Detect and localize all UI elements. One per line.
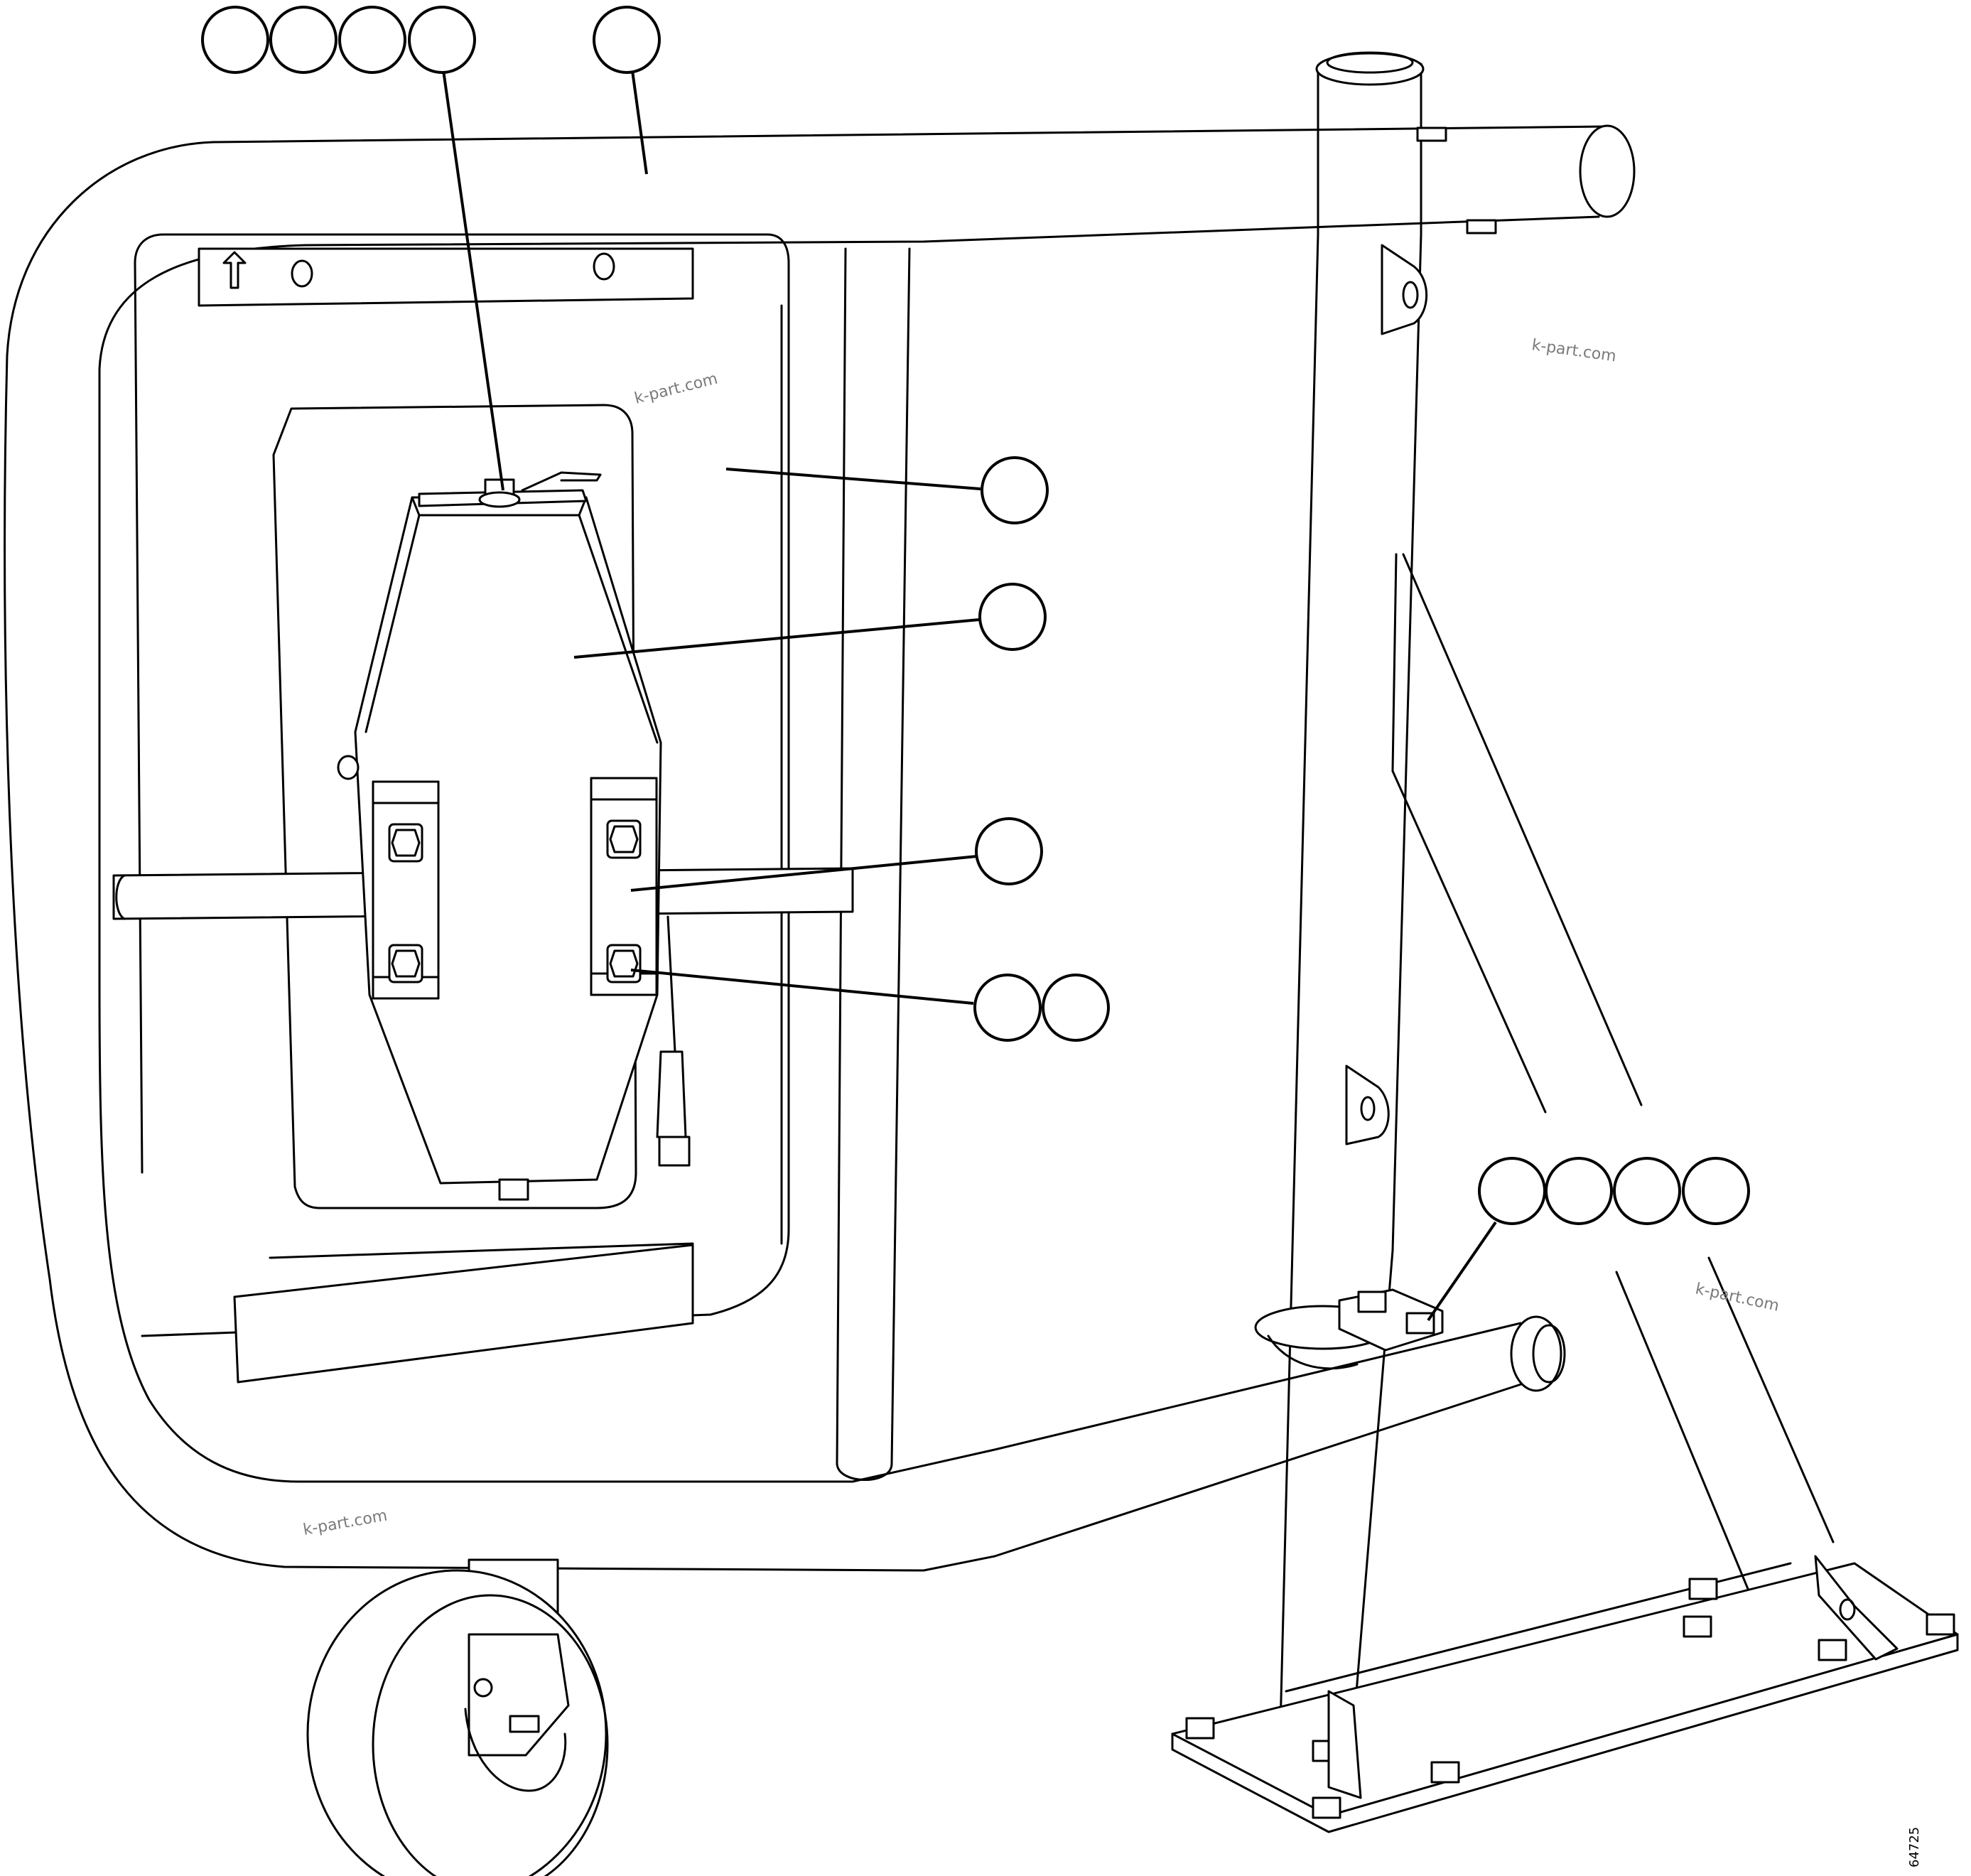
callout-group-a	[201, 6, 476, 74]
callout-marker	[593, 6, 661, 74]
base-plate	[1171, 1555, 1959, 1833]
mount-collar	[1254, 1288, 1444, 1370]
callout-marker	[975, 817, 1043, 885]
clamp-left	[372, 780, 440, 1000]
vertical-post	[1278, 51, 1497, 1785]
canister	[337, 471, 691, 1201]
watermark-text: k-part.com	[302, 1506, 389, 1538]
callout-marker	[1682, 1157, 1750, 1225]
callout-marker	[408, 6, 476, 74]
leader-line	[630, 60, 648, 175]
callout-marker	[338, 6, 406, 74]
callout-marker	[1478, 1157, 1546, 1225]
figure-number: 64725	[1907, 1827, 1922, 1867]
rear-panel	[134, 233, 790, 1384]
leader-lines	[441, 60, 1497, 1322]
callout-marker	[201, 6, 269, 74]
callout-group-d	[978, 583, 1047, 651]
leader-line	[630, 855, 978, 892]
watermark-text: k-part.com	[1694, 1280, 1781, 1315]
callout-group-c	[981, 456, 1049, 524]
clamp-right-bolts	[606, 819, 642, 983]
callout-marker	[978, 583, 1047, 651]
callout-marker	[1042, 974, 1110, 1042]
watermark-text: k-part.com	[632, 370, 719, 408]
callout-group-e	[975, 817, 1043, 885]
leader-line	[1427, 1221, 1497, 1322]
callout-marker	[269, 6, 338, 74]
callout-marker	[1613, 1157, 1681, 1225]
callout-group-g	[1478, 1157, 1750, 1225]
watermark-text: k-part.com	[1530, 336, 1617, 365]
main-frame-tube	[4, 124, 1636, 1572]
clamp-left-bolts	[388, 823, 423, 983]
callout-group-b	[593, 6, 661, 74]
callout-group-f	[973, 974, 1110, 1042]
callout-marker	[1545, 1157, 1613, 1225]
vertical-pipe	[836, 247, 911, 1481]
clamp-right	[590, 777, 658, 996]
leader-line	[441, 60, 504, 491]
leader-line	[573, 618, 980, 659]
callout-marker	[973, 974, 1042, 1042]
leader-line	[630, 969, 974, 1005]
diagonal-brace	[1391, 553, 1835, 1607]
callout-marker	[981, 456, 1049, 524]
leader-line	[725, 468, 981, 490]
caster-wheel	[306, 1558, 609, 1876]
